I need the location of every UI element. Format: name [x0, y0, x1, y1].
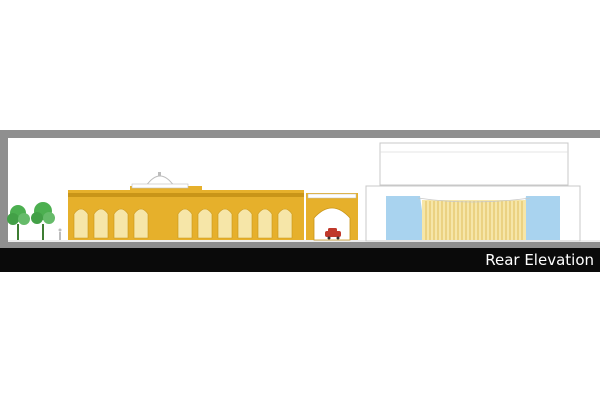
arch-recess: [93, 208, 109, 239]
arch-recess: [277, 208, 293, 239]
dome-icon: [131, 172, 189, 189]
arch-recess: [197, 208, 213, 239]
person-icon: [58, 228, 62, 240]
arch-recess: [257, 208, 273, 239]
ground-strip: [0, 248, 600, 272]
car-icon: [325, 228, 341, 240]
tree-icon: [7, 205, 30, 240]
elevation-caption: Rear Elevation: [485, 251, 594, 269]
arcade-building: [68, 186, 304, 240]
tree-icon: [31, 202, 55, 240]
arch-recess: [237, 208, 253, 239]
arch-recess: [133, 208, 149, 239]
arch-recess: [177, 208, 193, 239]
arch-recess: [73, 208, 89, 239]
arch-recess: [217, 208, 233, 239]
arch-recess: [113, 208, 129, 239]
pavilion-building: [365, 142, 581, 242]
